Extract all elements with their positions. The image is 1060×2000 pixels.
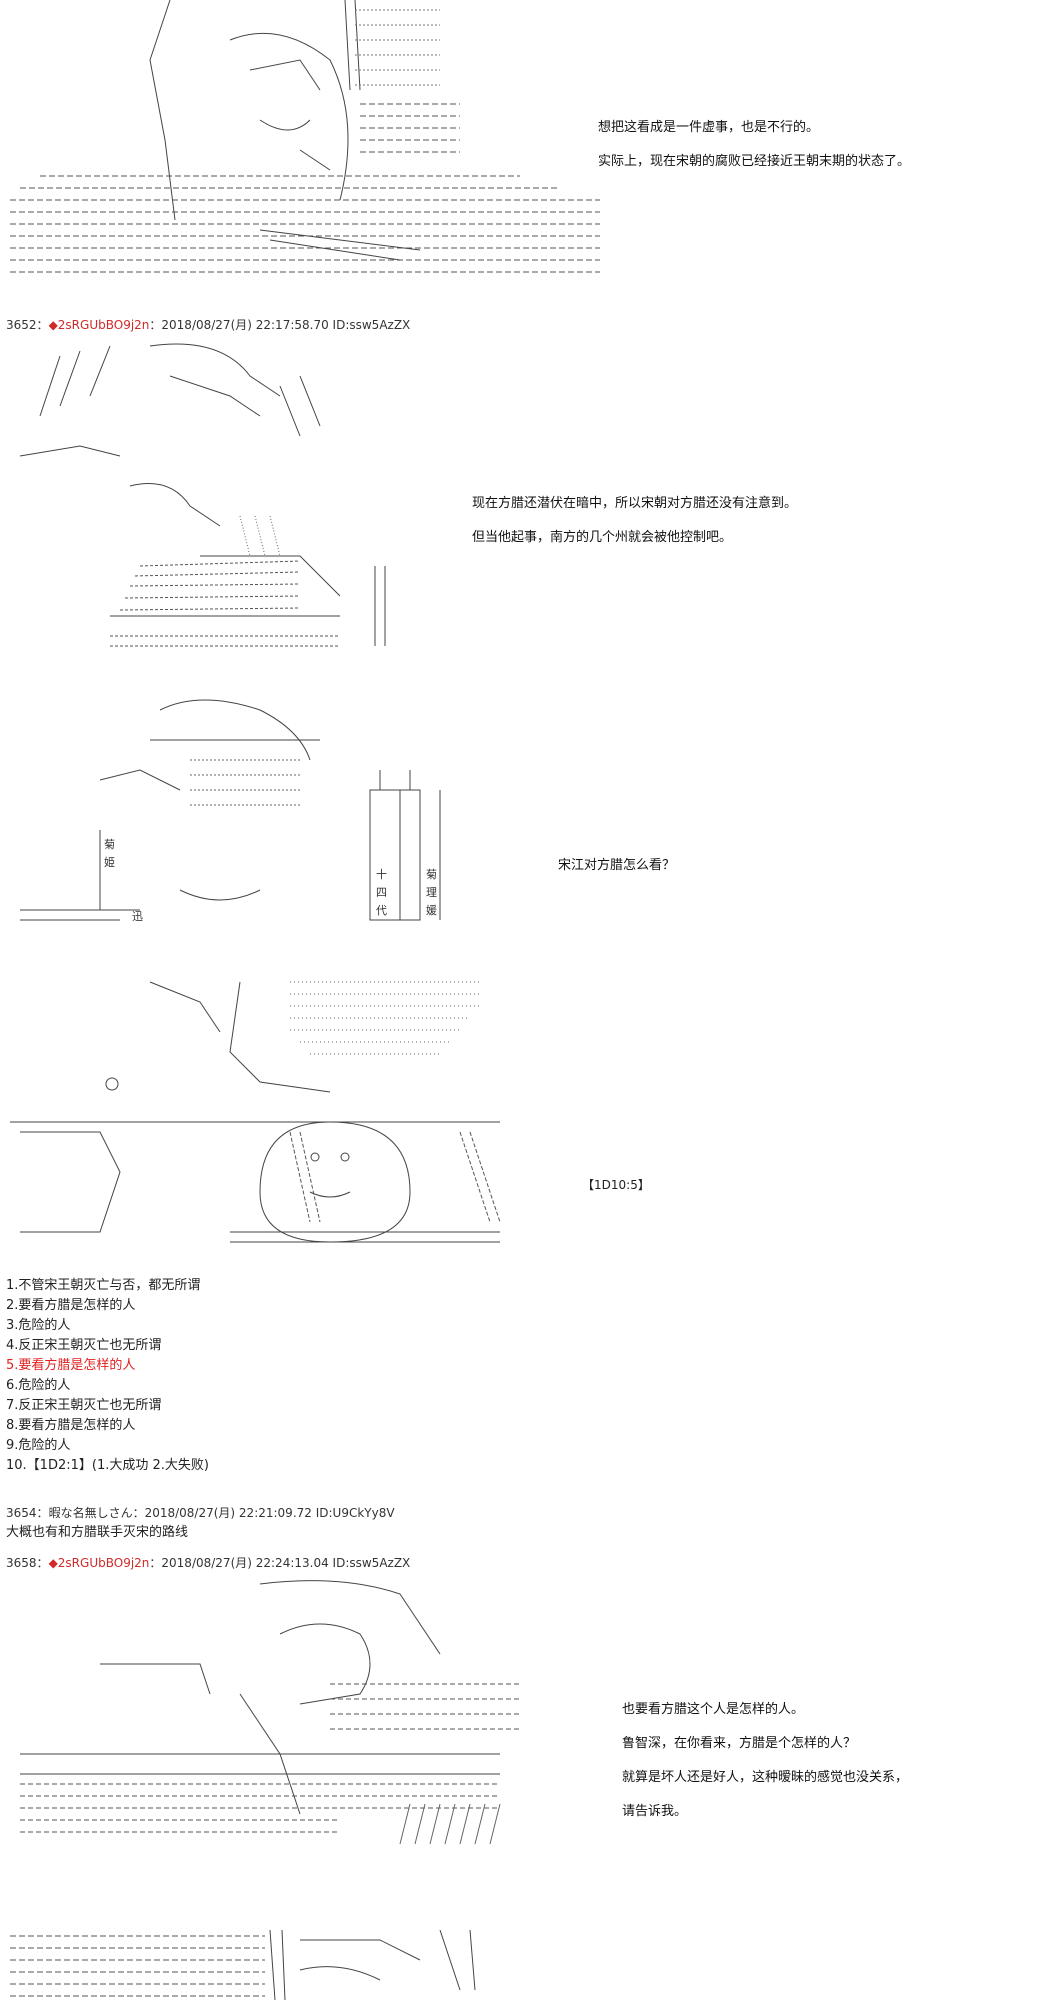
choice-item: 7.反正宋王朝灭亡也无所谓	[6, 1398, 162, 1413]
dialogue-line: 也要看方腊这个人是怎样的人。	[622, 1702, 805, 1717]
choice-item: 6.危险的人	[6, 1378, 71, 1393]
dialogue-panel-5: 也要看方腊这个人是怎样的人。 鲁智深，在你看来，方腊是个怎样的人？ 就算是坏人还…	[622, 1700, 908, 1836]
dialogue-panel-2: 现在方腊还潜伏在暗中，所以宋朝对方腊还没有注意到。 但当他起事，南方的几个州就会…	[472, 494, 797, 562]
choice-item: 4.反正宋王朝灭亡也无所谓	[6, 1338, 162, 1353]
bottle-label: 媛	[426, 904, 437, 917]
ascii-art-drawing	[20, 1580, 520, 1845]
ascii-art-panel-3: 菊 姫 十 四 代 菊 理 媛 迅	[0, 690, 480, 940]
bottle-label: 菊	[426, 868, 437, 881]
ascii-art-panel-5	[0, 1574, 540, 1854]
choice-item: 2.要看方腊是怎样的人	[6, 1298, 136, 1313]
choice-item: 9.危险的人	[6, 1438, 71, 1453]
bottle-label: 代	[376, 904, 387, 917]
ascii-art-drawing	[19, 343, 386, 647]
bottle-label: 十	[376, 868, 387, 881]
ascii-art-panel-6	[0, 1930, 500, 2000]
ascii-art-panel-2	[0, 336, 440, 656]
choice-item: 3.危险的人	[6, 1318, 71, 1333]
post-header: 3654：暇な名無しさん：2018/08/27(月) 22:21:09.72 I…	[6, 1506, 395, 1520]
face-outline	[259, 1121, 411, 1243]
poster-name: 暇な名無しさん	[48, 1506, 133, 1520]
post-number: 3658	[6, 1556, 37, 1570]
ascii-art-drawing	[10, 981, 501, 1243]
ascii-art-drawing	[10, 1930, 476, 2000]
ascii-art-panel-1	[0, 0, 620, 290]
bottle-label: 迅	[132, 910, 143, 923]
post-number: 3652	[6, 318, 37, 332]
ornament-circle	[105, 1077, 119, 1091]
post-meta: ：2018/08/27(月) 22:24:13.04 ID:ssw5AzZX	[149, 1556, 411, 1570]
dice-result: 【1D10:5】	[582, 1178, 650, 1192]
bottle-label: 姫	[104, 856, 115, 869]
post-meta: ：2018/08/27(月) 22:17:58.70 ID:ssw5AzZX	[149, 318, 411, 332]
bottle-outline	[369, 789, 421, 921]
trip-diamond-icon: ◆	[48, 1556, 58, 1570]
post-header: 3652：◆2sRGUbBO9j2n：2018/08/27(月) 22:17:5…	[6, 318, 411, 332]
choice-list: 1.不管宋王朝灭亡与否，都无所谓 2.要看方腊是怎样的人 3.危险的人 4.反正…	[6, 1276, 209, 1476]
post-number: 3654	[6, 1506, 37, 1520]
choice-item: 8.要看方腊是怎样的人	[6, 1418, 136, 1433]
dialogue-line: 鲁智深，在你看来，方腊是个怎样的人？	[622, 1736, 857, 1751]
dialogue-line: 想把这看成是一件虚事，也是不行的。	[598, 120, 820, 135]
dialogue-line: 实际上，现在宋朝的腐败已经接近王朝末期的状态了。	[598, 154, 911, 169]
ascii-art-drawing	[20, 699, 441, 921]
tripcode[interactable]: 2sRGUbBO9j2n	[57, 1556, 150, 1570]
dialogue-line: 就算是坏人还是好人，这种暧昧的感觉也没关系，	[622, 1770, 909, 1785]
trip-diamond-icon: ◆	[48, 318, 58, 332]
dialogue-panel-3: 宋江对方腊怎么看？	[558, 856, 675, 890]
choice-item: 10.【1D2:1】(1.大成功 2.大失败)	[6, 1458, 209, 1473]
bottle-label: 理	[426, 886, 437, 899]
post-header: 3658：◆2sRGUbBO9j2n：2018/08/27(月) 22:24:1…	[6, 1556, 411, 1570]
dialogue-line: 宋江对方腊怎么看？	[558, 858, 676, 873]
choice-item-selected: 5.要看方腊是怎样的人	[6, 1358, 136, 1373]
post-meta: ：2018/08/27(月) 22:21:09.72 ID:U9CkYy8V	[132, 1506, 395, 1520]
bottle-label: 菊	[104, 838, 115, 851]
dialogue-line: 现在方腊还潜伏在暗中，所以宋朝对方腊还没有注意到。	[472, 496, 798, 511]
dialogue-panel-1: 想把这看成是一件虚事，也是不行的。 实际上，现在宋朝的腐败已经接近王朝末期的状态…	[598, 118, 910, 186]
post-body: 大概也有和方腊联手灭宋的路线	[6, 1525, 189, 1540]
bottle-label: 四	[376, 886, 387, 899]
tripcode[interactable]: 2sRGUbBO9j2n	[57, 318, 150, 332]
dialogue-line: 请告诉我。	[622, 1804, 688, 1819]
dialogue-line: 但当他起事，南方的几个州就会被他控制吧。	[472, 530, 733, 545]
choice-item: 1.不管宋王朝灭亡与否，都无所谓	[6, 1278, 201, 1293]
ascii-art-panel-4	[0, 972, 520, 1272]
ascii-art-drawing	[10, 0, 600, 273]
